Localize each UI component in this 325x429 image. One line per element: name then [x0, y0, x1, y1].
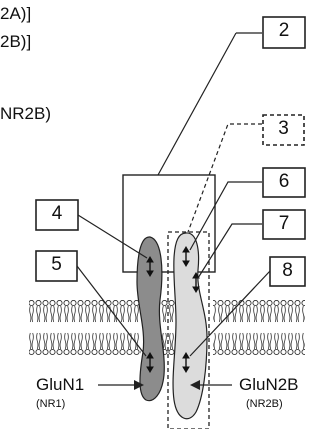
region-box-2: [123, 175, 215, 272]
leader-3: [188, 124, 262, 232]
top-text-line-3: NR2B): [0, 104, 51, 124]
callout-label-8: 8: [270, 260, 305, 282]
top-text-line-1: 2A)]: [0, 4, 31, 24]
glun2b-subunit: [173, 233, 207, 419]
top-text-line-2: 2B)]: [0, 32, 31, 52]
callout-label-6: 6: [263, 171, 305, 193]
leader-4: [78, 215, 147, 258]
leader-7: [198, 224, 262, 278]
callout-label-7: 7: [263, 213, 305, 235]
callout-label-3: 3: [263, 118, 304, 140]
leader-2b: [158, 33, 236, 175]
callout-label-5: 5: [36, 254, 77, 276]
glun1-alias: (NR1): [36, 398, 65, 410]
callout-label-2: 2: [263, 20, 305, 42]
leader-6: [190, 182, 262, 250]
callout-label-4: 4: [36, 203, 78, 225]
glun2b-alias: (NR2B): [246, 398, 283, 410]
glun2b-label: GluN2B: [239, 375, 299, 395]
membrane-right: [213, 298, 305, 356]
glun1-label: GluN1: [36, 375, 84, 395]
